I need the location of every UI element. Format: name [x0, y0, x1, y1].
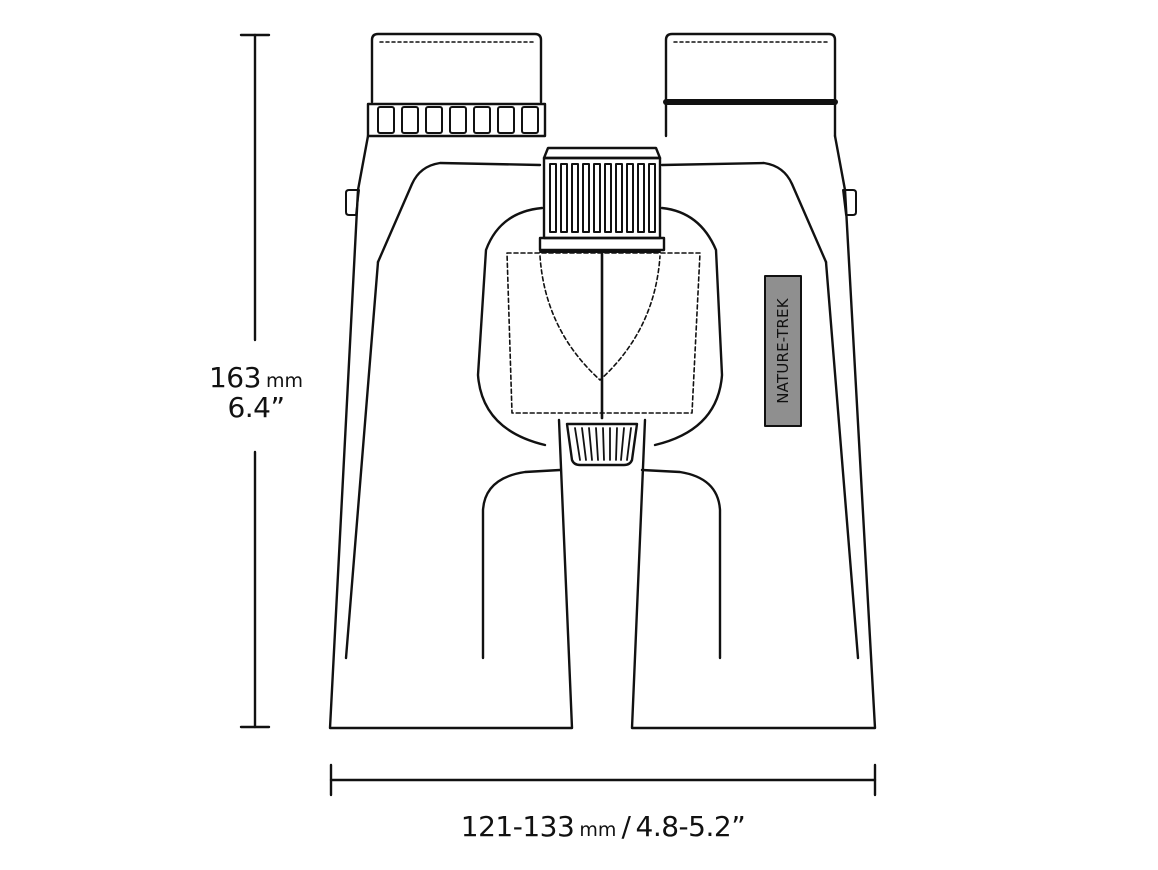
left-barrel: [328, 134, 574, 730]
height-inch-value: 6.4”: [227, 391, 285, 424]
width-label: 121-133 mm / 4.8-5.2”: [330, 813, 876, 841]
height-mm-unit: mm: [266, 370, 304, 392]
focus-wheel: [538, 146, 666, 252]
height-mm-value: 163: [208, 361, 261, 394]
brand-label-text: NATURE-TREK: [774, 298, 792, 404]
diopter-knob: [565, 422, 639, 467]
width-separator: /: [621, 810, 631, 843]
width-inch-value: 4.8-5.2”: [635, 810, 746, 843]
brand-plate: [764, 275, 802, 427]
left-eyecup: [366, 32, 547, 138]
width-dimension-line: [329, 763, 877, 797]
width-mm-value: 121-133: [460, 810, 575, 843]
right-eyecup: [663, 32, 838, 138]
center-hinge: [476, 206, 724, 447]
height-dimension-line: [239, 33, 271, 729]
width-mm-unit: mm: [579, 819, 617, 841]
height-label: 163 mm 6.4”: [200, 364, 312, 422]
right-barrel: [630, 134, 877, 730]
brand-label: NATURE-TREK: [765, 276, 801, 426]
